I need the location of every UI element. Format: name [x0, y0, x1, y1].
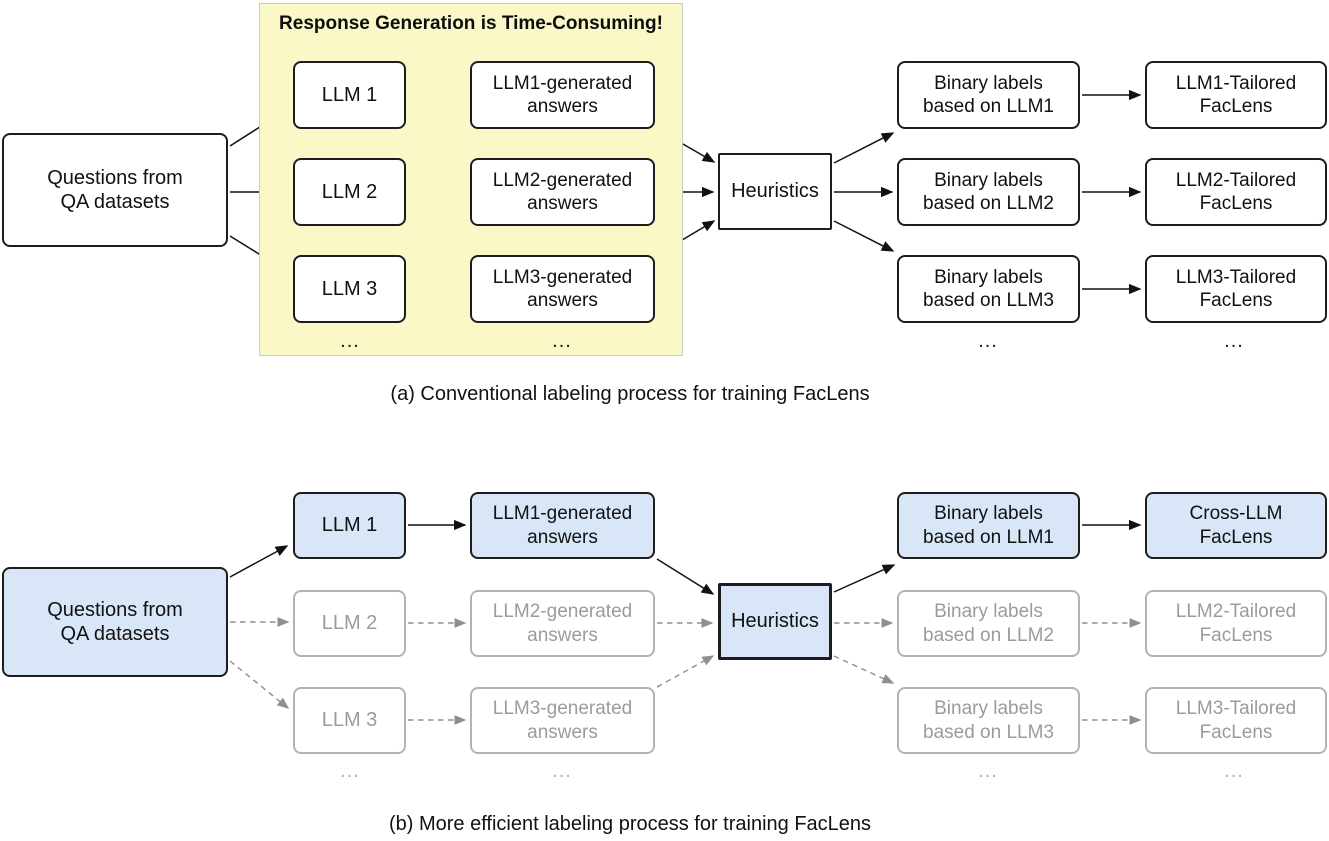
llm1-tailored-faclens-box-a: LLM1-Tailored FacLens	[1145, 61, 1327, 129]
llm2-tailored-faclens-box-a: LLM2-Tailored FacLens	[1145, 158, 1327, 226]
binary-labels-llm2-box-a: Binary labels based on LLM2	[897, 158, 1080, 226]
llm2-answers-box-a: LLM2-generated answers	[470, 158, 655, 226]
binary-labels-llm1-box-a: Binary labels based on LLM1	[897, 61, 1080, 129]
caption-a: (a) Conventional labeling process for tr…	[390, 383, 870, 405]
llm3-answers-box-a: LLM3-generated answers	[470, 255, 655, 323]
ellipsis-labels-column-b: ...	[978, 759, 998, 782]
llm3-box-a: LLM 3	[293, 255, 406, 323]
llm3-box-b: LLM 3	[293, 687, 406, 754]
llm2-answers-box-b: LLM2-generated answers	[470, 590, 655, 657]
llm1-box-a: LLM 1	[293, 61, 406, 129]
llm3-tailored-faclens-box-b: LLM3-Tailored FacLens	[1145, 687, 1327, 754]
ellipsis-llm-column-a: ...	[340, 329, 360, 352]
questions-box-b: Questions from QA datasets	[2, 567, 228, 677]
ellipsis-answers-column-a: ...	[552, 329, 572, 352]
llm1-box-b: LLM 1	[293, 492, 406, 559]
ellipsis-llm-column-b: ...	[340, 759, 360, 782]
binary-labels-llm3-box-b: Binary labels based on LLM3	[897, 687, 1080, 754]
cross-llm-faclens-box-b: Cross-LLM FacLens	[1145, 492, 1327, 559]
llm2-box-a: LLM 2	[293, 158, 406, 226]
heuristics-box-a: Heuristics	[718, 153, 832, 230]
ellipsis-faclens-column-b: ...	[1224, 759, 1244, 782]
binary-labels-llm1-box-b: Binary labels based on LLM1	[897, 492, 1080, 559]
caption-b: (b) More efficient labeling process for …	[388, 813, 872, 835]
ellipsis-faclens-column-a: ...	[1224, 329, 1244, 352]
llm3-tailored-faclens-box-a: LLM3-Tailored FacLens	[1145, 255, 1327, 323]
ellipsis-labels-column-a: ...	[978, 329, 998, 352]
heuristics-box-b: Heuristics	[718, 583, 832, 660]
llm1-answers-box-b: LLM1-generated answers	[470, 492, 655, 559]
binary-labels-llm2-box-b: Binary labels based on LLM2	[897, 590, 1080, 657]
llm2-box-b: LLM 2	[293, 590, 406, 657]
llm3-answers-box-b: LLM3-generated answers	[470, 687, 655, 754]
ellipsis-answers-column-b: ...	[552, 759, 572, 782]
time-consuming-banner: Response Generation is Time-Consuming!	[279, 13, 663, 34]
llm2-tailored-faclens-box-b: LLM2-Tailored FacLens	[1145, 590, 1327, 657]
llm1-answers-box-a: LLM1-generated answers	[470, 61, 655, 129]
questions-box-a: Questions from QA datasets	[2, 133, 228, 247]
binary-labels-llm3-box-a: Binary labels based on LLM3	[897, 255, 1080, 323]
